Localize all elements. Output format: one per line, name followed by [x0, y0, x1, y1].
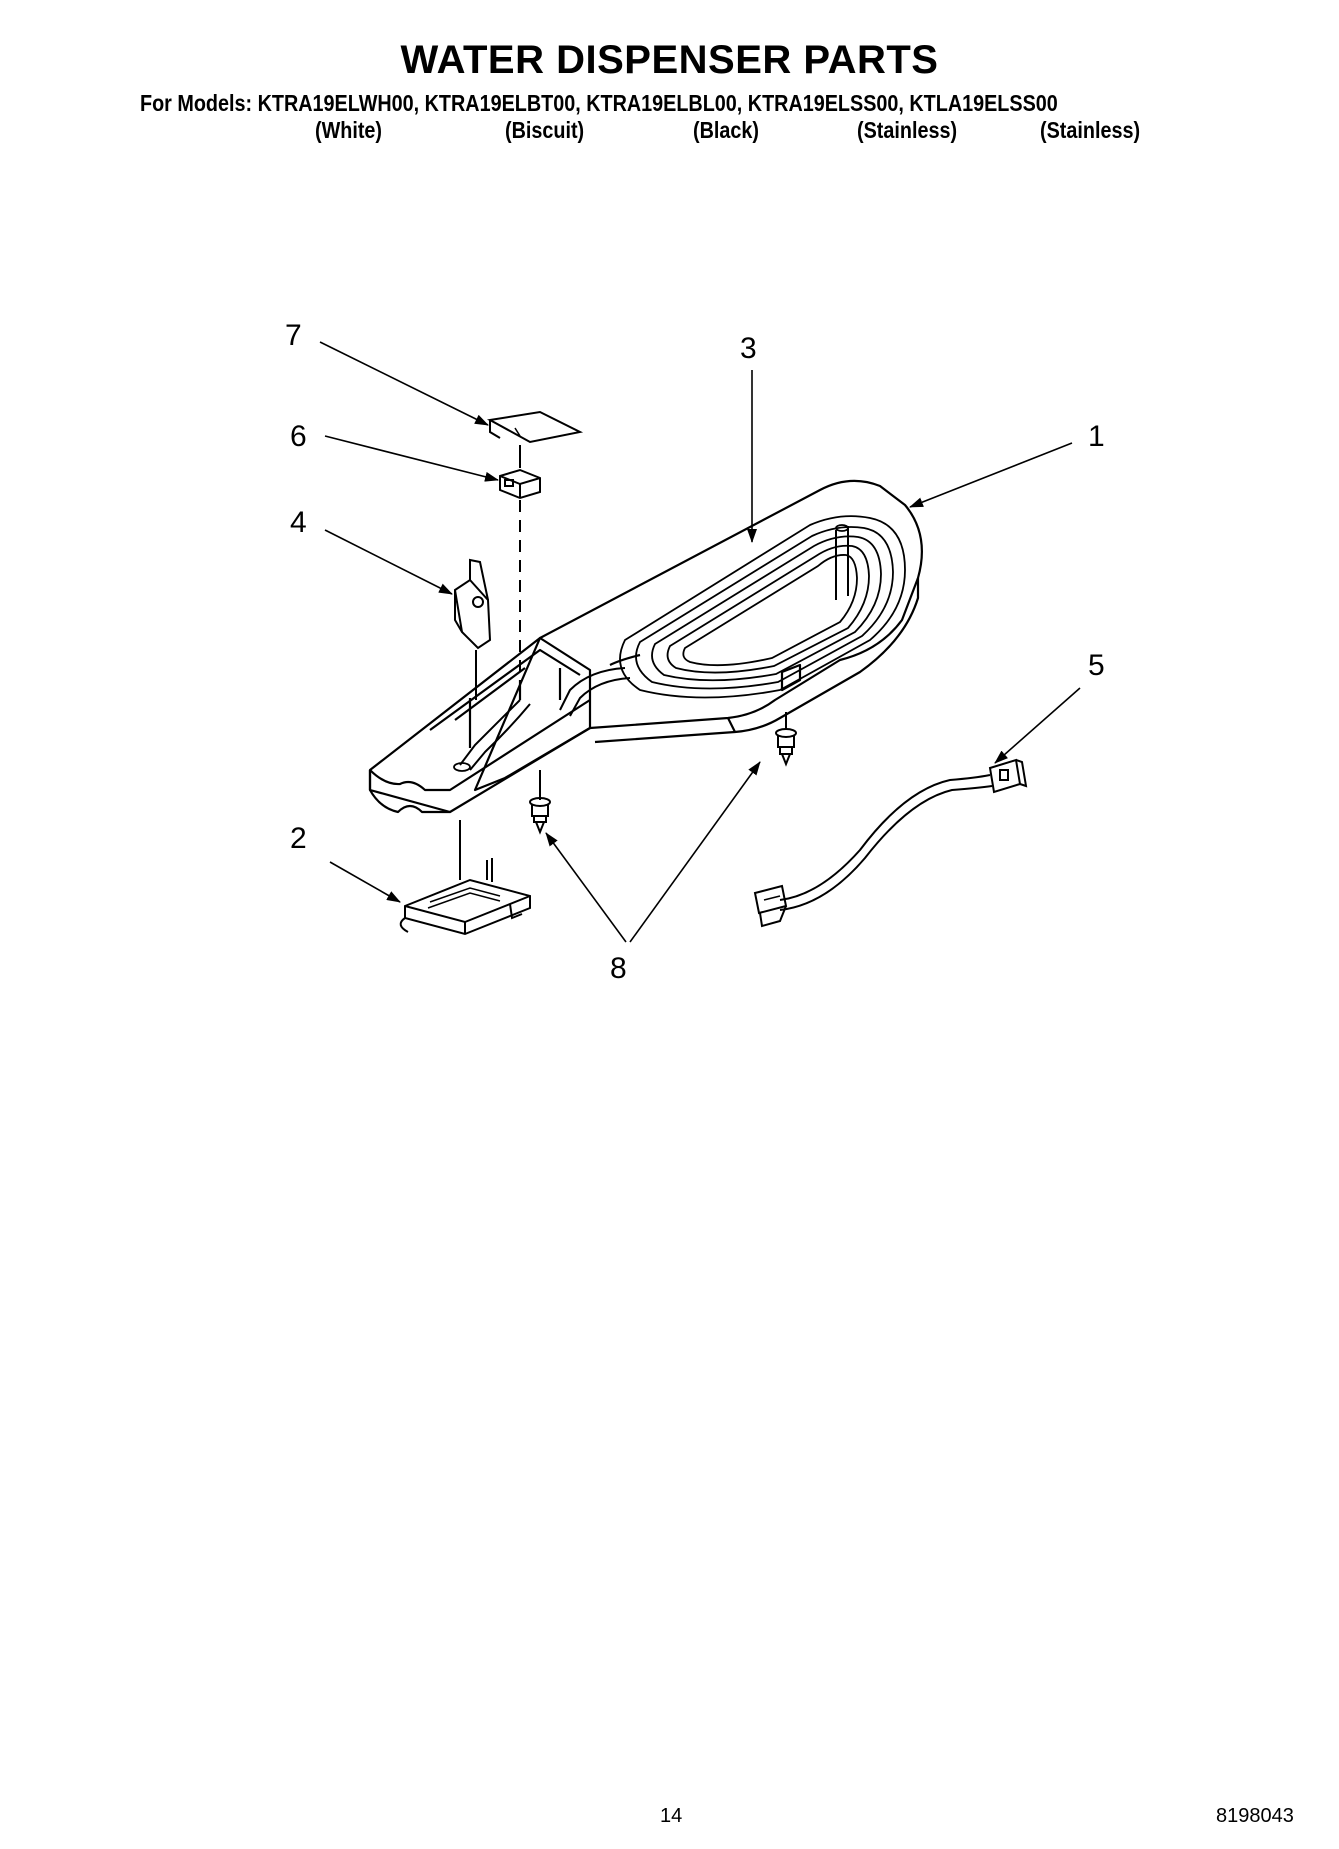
- callout-7: 7: [285, 319, 302, 352]
- leader-1: [909, 442, 1073, 508]
- callout-1: 1: [1088, 420, 1105, 453]
- color-label-stainless: (Stainless): [857, 117, 958, 143]
- leader-2: [329, 861, 401, 903]
- color-label-white: (White): [315, 117, 383, 143]
- shield-plate: [486, 410, 584, 444]
- wire-harness: [753, 758, 1028, 928]
- screw-left: [529, 797, 551, 835]
- coiled-water-tube: [453, 515, 906, 772]
- page-title: WATER DISPENSER PARTS: [400, 38, 939, 82]
- leader-8a: [545, 832, 627, 943]
- leader-6: [324, 435, 499, 482]
- dispenser-actuator: [399, 858, 531, 936]
- dispenser-housing: [368, 479, 923, 814]
- bracket: [453, 558, 492, 650]
- leader-4: [324, 529, 453, 595]
- callout-3: 3: [740, 332, 757, 365]
- color-label-biscuit: (Biscuit): [505, 117, 585, 143]
- leader-5: [994, 687, 1081, 764]
- assembly-lines: [459, 445, 787, 880]
- color-label-stainless-2: (Stainless): [1040, 117, 1141, 143]
- callout-2: 2: [290, 822, 307, 855]
- callout-5: 5: [1088, 649, 1105, 682]
- screw-right: [775, 728, 797, 767]
- document-number: 8198043: [1216, 1805, 1294, 1827]
- callout-4: 4: [290, 506, 307, 539]
- switch: [499, 468, 541, 500]
- color-label-black: (Black): [693, 117, 759, 143]
- leader-lines: [319, 341, 1081, 943]
- leader-8b: [629, 761, 761, 943]
- leader-7: [319, 341, 489, 426]
- callout-6: 6: [290, 420, 307, 453]
- page-number: 14: [660, 1805, 683, 1827]
- callout-8: 8: [610, 952, 627, 985]
- models-line: For Models: KTRA19ELWH00, KTRA19ELBT00, …: [140, 90, 1058, 116]
